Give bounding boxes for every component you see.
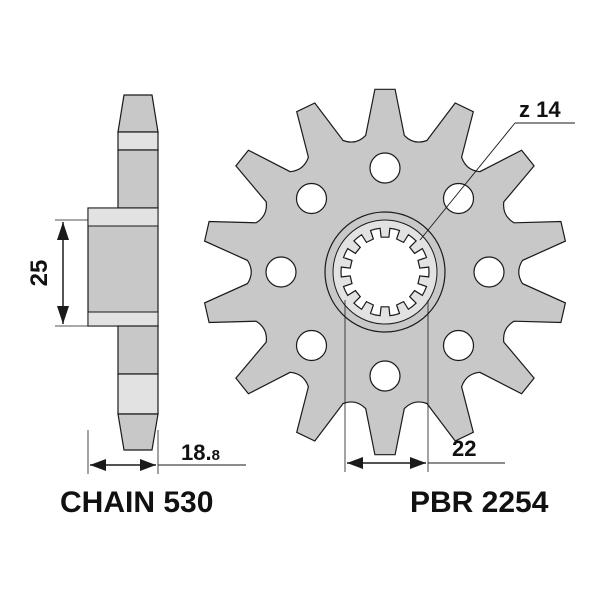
bolt-hole (442, 182, 475, 215)
profile-upper-tooth (117, 94, 159, 133)
bolt-hole (295, 329, 328, 362)
dimension-hub-height: 25 (26, 219, 88, 327)
hub-width-sub: 8 (212, 447, 220, 464)
profile-hub-bottom-band (87, 311, 159, 327)
hub-height-label: 25 (26, 260, 53, 287)
profile-hub-top-band (87, 207, 159, 227)
bolt-hole (295, 182, 328, 215)
bolt-hole (369, 360, 401, 392)
part-number-label: PBR 2254 (410, 486, 549, 519)
dimension-hub-width: 18.8 (87, 430, 246, 474)
teeth-count-label: z 14 (519, 97, 561, 122)
profile-lower-body (117, 325, 159, 375)
svg-text:18.8: 18.8 (181, 440, 220, 465)
spline-bore (340, 227, 430, 317)
bolt-hole (442, 329, 475, 362)
bolt-hole (265, 256, 297, 288)
bolt-holes (265, 152, 505, 392)
profile-upper-body (117, 149, 159, 209)
front-view (203, 88, 567, 456)
dimension-bore: 22 (344, 300, 505, 472)
bore-label: 22 (452, 436, 476, 461)
teeth-count-callout: z 14 (419, 97, 575, 241)
profile-lower-tooth (117, 413, 159, 451)
side-profile (87, 94, 159, 451)
profile-lower-band (117, 373, 159, 415)
profile-upper-band (117, 131, 159, 151)
bolt-hole (369, 152, 401, 184)
hub-width-main: 18. (181, 440, 212, 465)
profile-hub (87, 207, 159, 327)
chain-label: CHAIN 530 (60, 486, 213, 519)
bolt-hole (473, 256, 505, 288)
